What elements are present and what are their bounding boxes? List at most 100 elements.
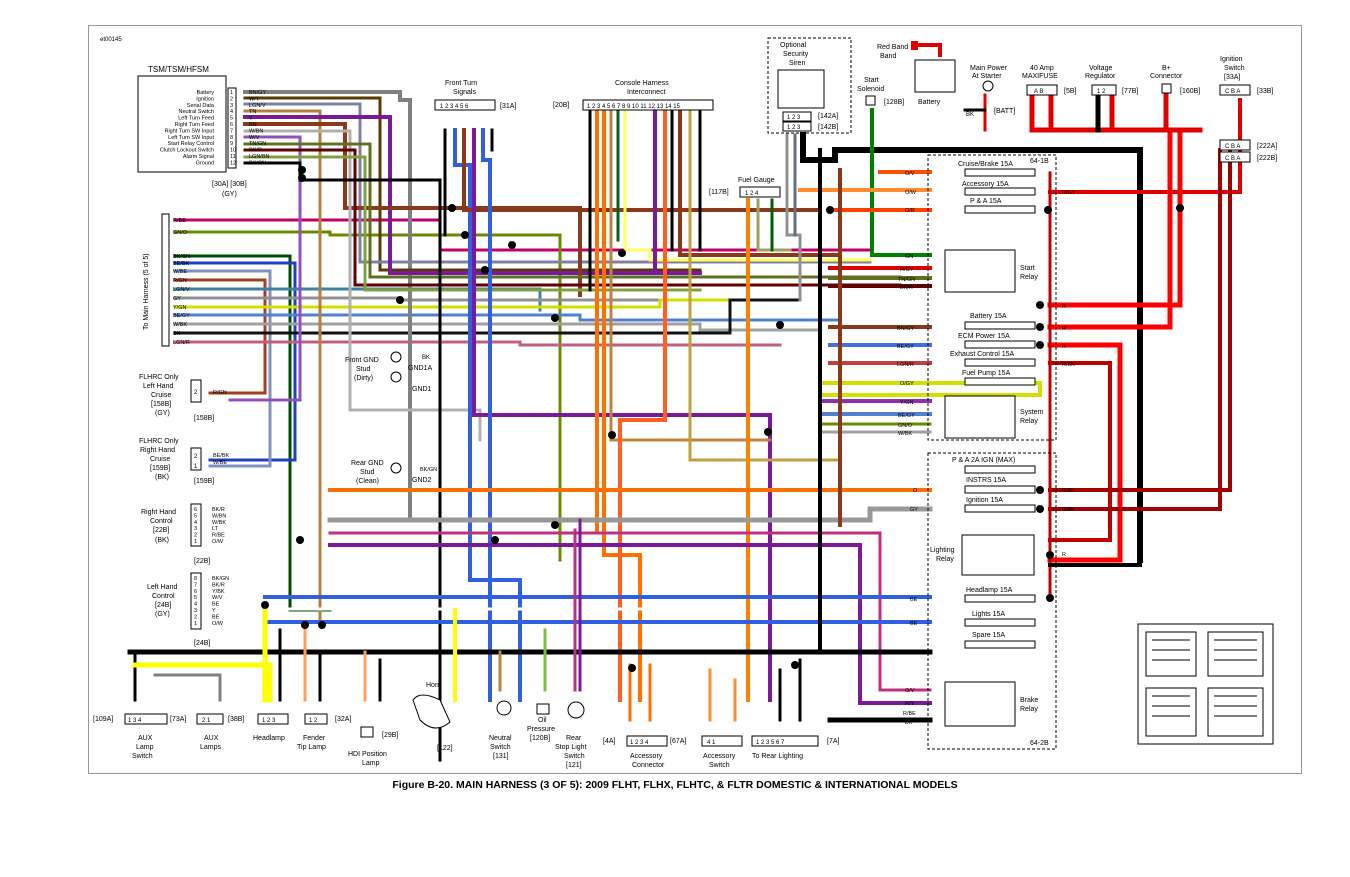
svg-text:Spare 15A: Spare 15A (972, 632, 1005, 639)
bplus-connector: B+ Connector [160B] (1150, 65, 1200, 95)
tsm-pin-label: Clutch Lockout Switch (160, 148, 214, 154)
svg-text:1 2 3: 1 2 3 (787, 115, 801, 121)
svg-text:Left Hand: Left Hand (143, 383, 173, 390)
svg-text:Rear: Rear (566, 735, 582, 742)
wire-tn (243, 109, 322, 622)
svg-text:1 3 4: 1 3 4 (128, 718, 142, 724)
svg-text:[128B]: [128B] (884, 99, 904, 106)
svg-text:BE: BE (910, 621, 918, 627)
main-harness-wire-label: R/BE (173, 218, 186, 224)
wire-bn (243, 122, 582, 297)
svg-text:[160B]: [160B] (1180, 88, 1200, 95)
tsm-pin-num: 4 (230, 109, 233, 115)
tsm-pin-wire: TN/GN (249, 141, 266, 147)
right-control-wire: BK/R (212, 507, 225, 513)
front-gnd-stud: Front GND Stud (Dirty) BK GND1A GND1 (345, 351, 432, 393)
start-solenoid: Start Solenoid [128B] (857, 77, 904, 106)
tsm-pin-num: 10 (230, 148, 236, 154)
front-turn-signals: Front Turn Signals 1 2 3 4 5 6 [31A] (434, 80, 516, 111)
svg-text:[4A]: [4A] (603, 738, 616, 745)
main-harness-wire-label: W/BE (173, 269, 187, 275)
main-harness-connector: To Main Harness (5 of 5) R/BEGN/OBK/GNBE… (143, 213, 190, 347)
left-control-pin: 6 (194, 589, 197, 595)
tsm-pin-wire: BK/GN (249, 160, 266, 166)
svg-text:P & A 15A: P & A 15A (970, 198, 1002, 205)
svg-text:2: 2 (194, 454, 198, 460)
voltage-regulator: Voltage Regulator 1 2 [77B] (1085, 65, 1138, 96)
svg-text:Stud: Stud (356, 366, 371, 373)
svg-text:Headlamp 15A: Headlamp 15A (966, 587, 1013, 594)
tsm-pin-label: Ground (196, 160, 214, 166)
svg-text:ECM Power 15A: ECM Power 15A (958, 333, 1010, 340)
svg-text:R: R (1062, 552, 1066, 558)
svg-text:[109A]: [109A] (93, 716, 113, 723)
wire-w-be (173, 269, 272, 468)
svg-text:Neutral: Neutral (489, 735, 512, 742)
svg-text:Relay: Relay (1020, 706, 1038, 713)
svg-text:[222A]: [222A] (1257, 143, 1277, 150)
svg-text:C B A: C B A (1225, 156, 1240, 162)
tsm-pin-label: Alarm Signal (183, 154, 214, 160)
svg-text:Cruise/Brake 15A: Cruise/Brake 15A (958, 161, 1013, 168)
svg-text:1 2 3 5 6 7: 1 2 3 5 6 7 (756, 740, 785, 746)
svg-text:[38B]: [38B] (228, 716, 244, 723)
svg-text:[24B]: [24B] (194, 640, 210, 647)
security-siren: Optional Security Siren 1 2 3 1 2 3 [142… (767, 37, 852, 134)
svg-text:[30A] [30B]: [30A] [30B] (212, 181, 247, 188)
tsm-pin-num: 3 (230, 103, 233, 109)
svg-text:BK/GN: BK/GN (420, 467, 437, 473)
svg-text:Lamp: Lamp (362, 760, 380, 767)
wire-bk-gn (173, 254, 332, 612)
svg-text:Interconnect: Interconnect (627, 89, 666, 96)
svg-text:[7A]: [7A] (827, 738, 840, 745)
ignition-switch: Ignition Switch [33A] C B A [33B] C B A … (1219, 56, 1277, 163)
svg-text:A B: A B (1034, 89, 1043, 95)
svg-text:MAXIFUSE: MAXIFUSE (1022, 73, 1058, 80)
svg-text:GY: GY (910, 507, 918, 513)
svg-text:Start: Start (1020, 265, 1035, 272)
wire-lgn-v-tsm (243, 102, 872, 264)
main-harness-wire-label: GN/O (173, 230, 188, 236)
svg-text:[31A]: [31A] (500, 103, 516, 110)
svg-text:System: System (1020, 409, 1044, 416)
wire-lgn-bn (243, 155, 702, 292)
svg-text:1: 1 (194, 464, 198, 470)
svg-text:Left Hand: Left Hand (147, 584, 177, 591)
right-control-pin: 4 (194, 520, 197, 526)
svg-text:Accessory: Accessory (703, 753, 736, 760)
svg-text:W/BK: W/BK (898, 431, 912, 437)
svg-text:Ignition 15A: Ignition 15A (966, 497, 1003, 504)
wires (127, 43, 1242, 762)
tsm-pin-label: Right Turn Feed (175, 122, 214, 128)
svg-text:Control: Control (152, 593, 175, 600)
tsm-pin-wire: BN (249, 122, 257, 128)
svg-text:LGN/R: LGN/R (897, 362, 914, 368)
figure-caption: Figure B-20. MAIN HARNESS (3 OF 5): 2009… (392, 779, 958, 791)
svg-text:[33B]: [33B] (1257, 88, 1273, 95)
wire-be-bk (173, 261, 297, 462)
left-control-pin: 1 (194, 621, 197, 627)
left-control-wire: Y/BK (212, 589, 225, 595)
svg-text:1 2 3: 1 2 3 (787, 125, 801, 131)
svg-text:O/R: O/R (905, 208, 915, 214)
main-harness-wire-label: BK (173, 331, 181, 337)
svg-text:Lighting: Lighting (930, 547, 955, 554)
svg-text:Switch: Switch (564, 753, 585, 760)
svg-text:BK: BK (1062, 563, 1070, 569)
svg-text:2 1: 2 1 (202, 718, 211, 724)
tsm-pin-num: 2 (230, 96, 233, 102)
svg-text:AUX: AUX (138, 735, 153, 742)
main-harness-wire-label: GY (173, 296, 181, 302)
svg-text:AUX: AUX (204, 735, 219, 742)
svg-text:Cruise: Cruise (150, 456, 170, 463)
svg-text:[121]: [121] (566, 762, 582, 769)
left-control-pin: 7 (194, 582, 197, 588)
wire-w-bk (173, 322, 822, 332)
svg-text:Relay: Relay (936, 556, 954, 563)
svg-text:BN/GY: BN/GY (897, 326, 914, 332)
svg-text:Tip Lamp: Tip Lamp (297, 744, 326, 751)
svg-text:Battery: Battery (918, 99, 941, 106)
tsm-pin-num: 6 (230, 122, 233, 128)
tsm-pin-wire: BN/GY (249, 90, 266, 96)
